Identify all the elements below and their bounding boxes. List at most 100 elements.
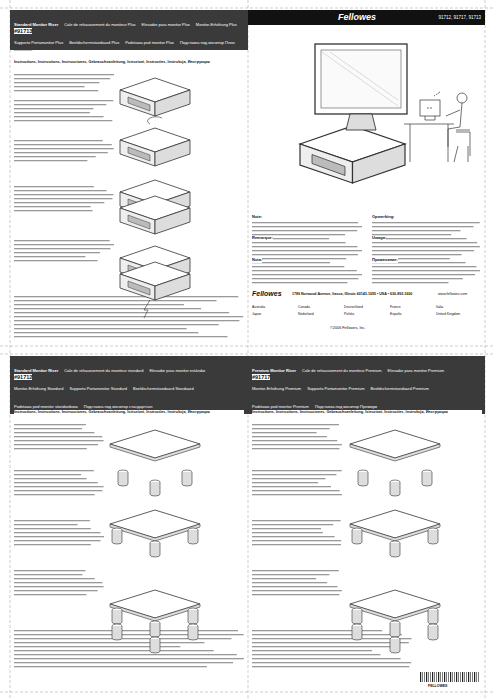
body-text-line: [14, 260, 98, 261]
copyright: ©2006 Fellowes, Inc.: [330, 326, 366, 330]
body-text-line: [252, 478, 326, 479]
body-text-line: [252, 254, 358, 255]
barcode-bar: [446, 672, 448, 682]
body-text-line: [14, 108, 93, 109]
body-text-line: [14, 104, 106, 105]
body-text-line: [14, 140, 103, 141]
model-number: #91712: [14, 374, 32, 380]
note-heading: Uwaga:: [372, 236, 386, 241]
body-text-line: [252, 594, 339, 595]
header-bar: Premium Monitor RiserCale de rehaussemen…: [248, 356, 485, 414]
body-text-line: [14, 328, 187, 329]
address: 1789 Norwood Avenue, Itasca, Illinois 60…: [292, 292, 432, 296]
country: Canada: [298, 306, 310, 310]
body-text-line: [252, 266, 344, 267]
brand-logo: Fellowes: [252, 290, 282, 298]
body-text-line: [252, 528, 321, 529]
body-text-line: [372, 230, 460, 231]
note-heading: Remarque:: [252, 236, 273, 241]
body-text-line: [14, 594, 87, 595]
header-text: Monitor-Erhöhung Standard: [14, 387, 63, 392]
header-text: Elevador para monitor estándar: [149, 369, 205, 374]
body-text-line: [14, 578, 95, 579]
body-text-line: [14, 524, 78, 525]
body-text-line: [14, 190, 107, 191]
body-text-line: [14, 256, 85, 257]
body-text-line: [14, 528, 91, 529]
barcode-bar: [472, 672, 474, 682]
header-text: Supporto Portamonitor Plus: [14, 41, 63, 46]
body-text-line: [14, 590, 98, 591]
note-heading: Opmerking:: [372, 215, 394, 220]
body-text-line: [252, 570, 339, 571]
body-text-line: [14, 152, 108, 153]
body-text-line: [14, 248, 111, 249]
body-text-line: [14, 436, 102, 437]
body-text-line: [14, 662, 233, 663]
body-text-line: [14, 650, 214, 651]
body-text-line: [372, 274, 475, 275]
body-text-line: [252, 432, 317, 433]
body-text-line: [252, 658, 401, 659]
country: Deutschland: [344, 306, 363, 310]
body-text-line: [14, 240, 110, 241]
body-text-line: [252, 524, 333, 525]
body-text-line: [252, 436, 327, 437]
barcode-bar: [454, 672, 456, 682]
header-bar: Fellowes91712, 91717, 91713: [248, 10, 485, 25]
body-text-line: [14, 470, 94, 471]
header-text: Beeldschermstandaard Standaard: [133, 387, 194, 392]
body-text-line: [252, 486, 331, 487]
header-text: Cale de rehaussement du moniteur standar…: [64, 369, 143, 374]
barcode-bar: [444, 672, 445, 682]
body-text-line: [14, 74, 114, 75]
body-text-line: [14, 336, 228, 337]
body-text-line: [252, 578, 316, 579]
body-text-line: [252, 630, 382, 631]
body-text-line: [252, 634, 402, 635]
body-text-line: [372, 250, 474, 251]
body-text-line: [252, 574, 329, 575]
header-text: Beeldschermstandaard Plus: [69, 41, 119, 46]
body-text-line: [252, 250, 362, 251]
header-text: Cale de rehaussement du moniteur Premium: [302, 369, 382, 374]
body-text-line: [14, 536, 104, 537]
barcode-bar: [448, 672, 450, 682]
barcode-bar: [464, 672, 466, 682]
brand-logo: Fellowes: [338, 12, 376, 23]
body-text-line: [14, 82, 99, 83]
body-text-line: [252, 258, 346, 259]
body-text-line: [14, 320, 239, 321]
body-text-line: [14, 300, 217, 301]
body-text-line: [14, 78, 110, 79]
body-text-line: [14, 520, 90, 521]
body-text-line: [14, 296, 238, 297]
body-text-line: [252, 494, 342, 495]
country: United Kingdom: [436, 313, 460, 317]
body-text-line: [372, 254, 462, 255]
header-text: Cale de rehaussement du moniteur Plus: [64, 23, 135, 28]
barcode-bar: [432, 672, 433, 682]
barcode-bar: [438, 672, 439, 682]
header-bar: Standard Monitor RiserCale de rehausseme…: [10, 10, 248, 50]
barcode-bar: [424, 672, 426, 682]
body-text-line: [372, 266, 477, 267]
body-text-line: [14, 586, 104, 587]
body-text-line: [252, 482, 318, 483]
body-text-line: [252, 470, 342, 471]
body-text-line: [14, 638, 231, 639]
barcode-bar: [420, 672, 421, 682]
body-text-line: [372, 278, 463, 279]
body-text-line: [14, 116, 104, 117]
body-text-line: [14, 160, 87, 161]
barcode-bar: [434, 672, 436, 682]
country: Nederland: [298, 313, 314, 317]
body-text-line: [252, 662, 411, 663]
header-text: Supporto Portamonitor Standard: [69, 387, 127, 392]
barcode-bar: [460, 672, 462, 682]
barcode-bar: [470, 672, 472, 682]
body-text-line: [252, 270, 357, 271]
body-text-line: [14, 316, 243, 317]
body-text-line: [252, 282, 347, 283]
